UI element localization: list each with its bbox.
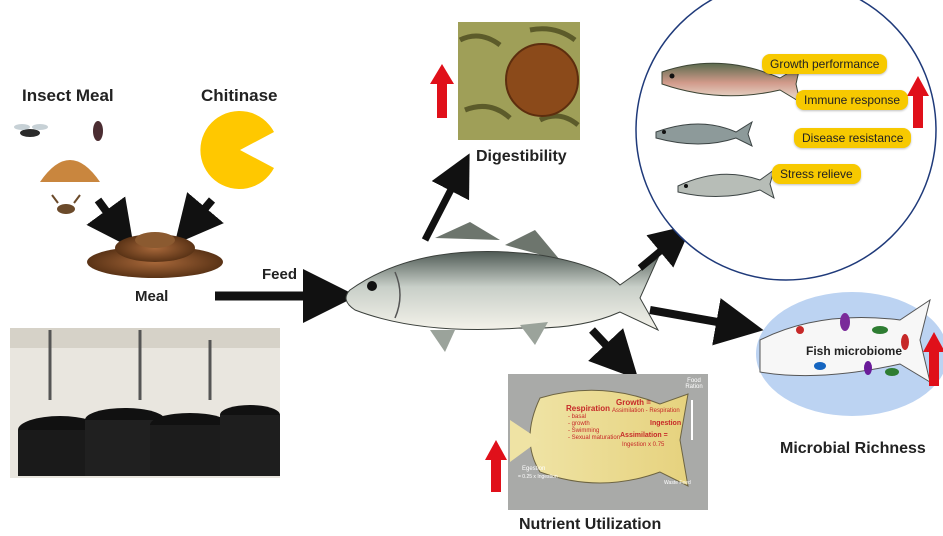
fish-microbiome-label: Fish microbiome	[806, 344, 902, 358]
assimilation-label: Assimilation =	[620, 432, 668, 439]
insect-meal-pile	[40, 160, 100, 182]
respiration-item: - growth	[568, 421, 620, 428]
bioenergetics-panel	[508, 374, 708, 510]
nutrient-increase-icon	[485, 440, 507, 492]
meal-label: Meal	[135, 288, 168, 305]
growth-formula: Assimilation - Respiration	[612, 408, 680, 414]
arrow-to-nutrient-utilization	[592, 330, 622, 362]
chitinase-pacman-icon	[200, 111, 274, 189]
benefit-growth-performance: Growth performance	[762, 54, 887, 74]
egestion-formula: = 0.25 x Ingestion	[518, 474, 558, 480]
microbial-richness-label: Microbial Richness	[780, 440, 926, 458]
benefit-disease-resistance: Disease resistance	[794, 128, 911, 148]
respiration-item: - Swimming	[568, 428, 620, 435]
sea-bass-fish	[346, 222, 658, 352]
ingestion-label: Ingestion	[650, 420, 681, 427]
arrow-to-microbiome	[650, 310, 740, 326]
waste-feed-label: Waste Feed	[664, 480, 691, 486]
benefit-stress-relieve: Stress relieve	[772, 164, 861, 184]
arrow-insect-to-meal	[98, 200, 120, 230]
respiration-items: - basal - growth - Swimming - Sexual mat…	[568, 414, 620, 442]
digestibility-label: Digestibility	[476, 148, 567, 166]
respiration-item: - basal	[568, 414, 620, 421]
arrow-to-benefits	[640, 238, 676, 268]
benefit-immune-response: Immune response	[796, 90, 908, 110]
digestibility-increase-icon	[430, 64, 454, 118]
respiration-label: Respiration	[566, 404, 610, 413]
feed-label: Feed	[262, 266, 297, 283]
digestibility-photo	[458, 22, 580, 140]
respiration-item: - Sexual maturation	[568, 435, 620, 442]
meal-pellets-pile	[87, 232, 223, 278]
egestion-label: Egestion	[522, 466, 545, 472]
arrow-chitinase-to-meal	[190, 200, 212, 226]
nutrient-utilization-label: Nutrient Utilization	[519, 516, 661, 534]
food-ration-label: Food Ration	[680, 378, 708, 390]
aquaculture-tanks-photo	[10, 328, 280, 478]
assimilation-formula: Ingestion x 0.75	[622, 442, 664, 448]
growth-label: Growth =	[616, 398, 651, 407]
